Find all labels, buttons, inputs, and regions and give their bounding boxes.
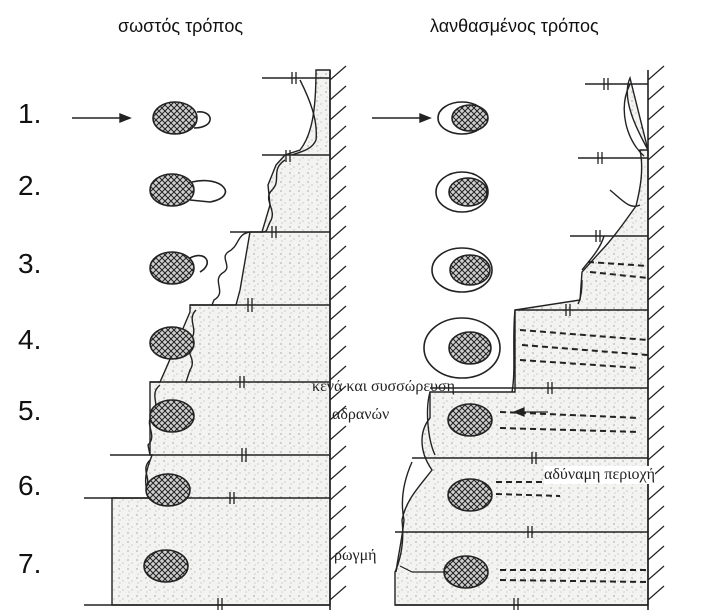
annotation-aggregates: αδρανών [332,406,389,424]
annotation-weak-area: αδύναμη περιοχή [544,466,655,484]
right-flow-arrow [372,114,430,122]
annotation-voids-accumulation: κενά και συσσώρευση [312,378,455,396]
left-concrete-fill [112,70,330,605]
right-formwork-wall [648,66,664,610]
left-flow-arrow [72,114,130,122]
annotation-crack: ρωγμή [334,547,377,565]
left-formwork-wall [330,66,346,610]
